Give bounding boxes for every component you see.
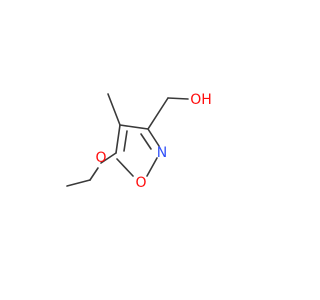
bond-o-ring-c5: [116, 158, 134, 177]
atom-label-o-ring: O: [135, 175, 146, 191]
atom-label-n: N: [157, 145, 167, 161]
bond-n-o-ring: [146, 157, 158, 177]
atom-label-layer: O N OH O: [95, 92, 211, 191]
bond-c3-c4: [119, 124, 149, 130]
bond-c4-methyl: [107, 93, 121, 126]
bond-o-ether-ch2: [89, 167, 99, 181]
bond-c3-n-double: [140, 133, 152, 150]
bond-c4-c5: [115, 124, 121, 154]
bond-c5-o-ether: [100, 152, 117, 164]
bond-ethyl-c-c: [66, 179, 91, 187]
bond-c3-n: [147, 128, 160, 147]
molecule-canvas: O N OH O: [66, 92, 212, 191]
atom-label-oh: OH: [190, 92, 212, 108]
bond-c3-ch2: [147, 97, 169, 130]
bond-ch2-oh: [167, 97, 189, 100]
bond-layer: [66, 93, 189, 187]
molecule-structure: O N OH O: [66, 92, 212, 191]
bond-c4-c5-double: [123, 130, 128, 152]
atom-label-o-ether: O: [95, 150, 106, 166]
